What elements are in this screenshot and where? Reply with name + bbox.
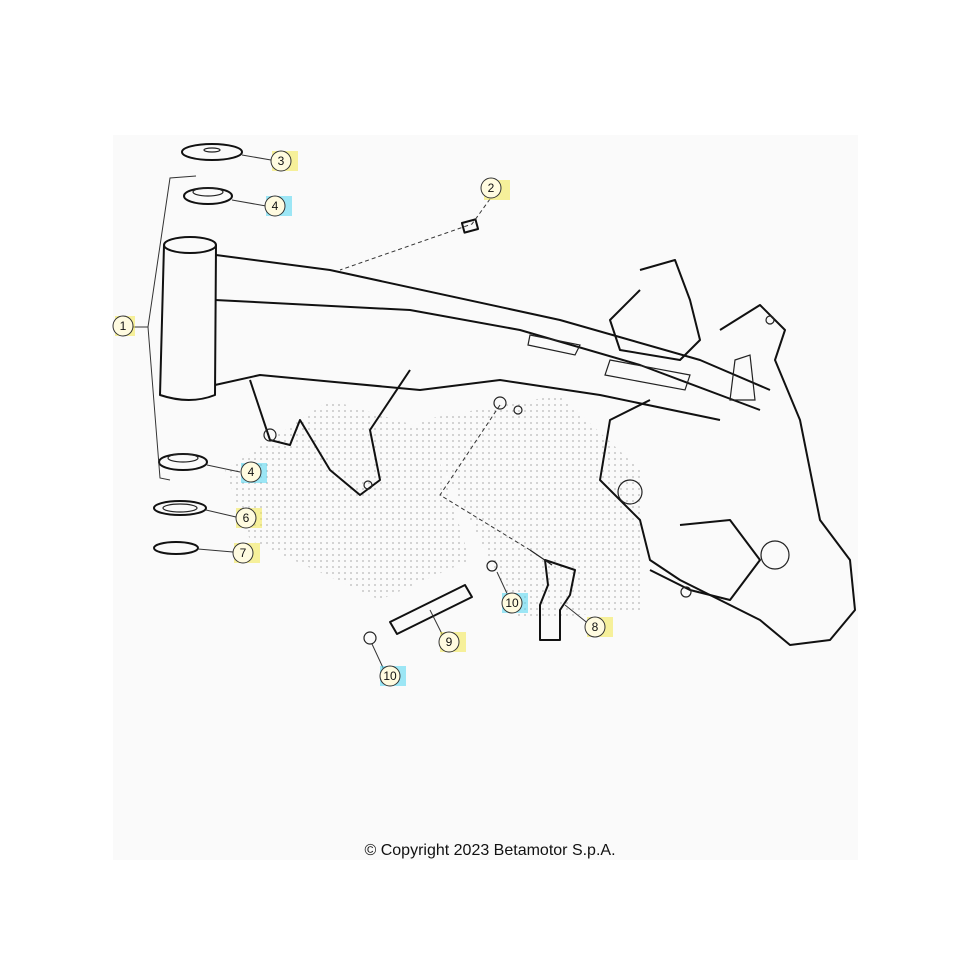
callout-2: 2	[480, 177, 510, 200]
seal-part-6	[153, 500, 207, 516]
callout-4-lower: 4	[240, 461, 267, 483]
callout-9: 9	[438, 631, 466, 653]
clamp-part-10-lower	[363, 631, 377, 645]
copyright-text: © Copyright 2023 Betamotor S.p.A.	[364, 842, 616, 859]
top-washer-part-3	[181, 143, 243, 161]
callout-label-3: 3	[278, 154, 285, 168]
callout-label-7: 7	[240, 546, 247, 560]
callout-label-9: 9	[446, 635, 453, 649]
callout-4-upper: 4	[264, 195, 292, 217]
callout-7: 7	[232, 542, 260, 564]
motorcycle-frame	[159, 236, 856, 646]
callout-label-10-lower: 10	[383, 669, 397, 683]
sensor-part-8	[529, 549, 576, 641]
callout-label-6: 6	[243, 511, 250, 525]
callout-6: 6	[235, 507, 262, 529]
callout-label-2: 2	[488, 181, 495, 195]
callout-3: 3	[270, 150, 298, 172]
callout-label-8: 8	[592, 620, 599, 634]
callout-10-upper: 10	[501, 592, 528, 614]
watermark-logo	[225, 395, 640, 620]
callout-8: 8	[584, 616, 613, 638]
callout-label-10-upper: 10	[505, 596, 519, 610]
callout-label-1: 1	[120, 319, 127, 333]
pin-part-9	[389, 584, 473, 635]
clamp-part-10-upper	[486, 560, 498, 572]
callout-label-4-upper: 4	[272, 199, 279, 213]
callout-label-4-lower: 4	[248, 465, 255, 479]
callout-1: 1	[112, 315, 135, 337]
callout-10-lower: 10	[379, 665, 406, 687]
o-ring-part-7	[153, 541, 199, 555]
upper-bearing-part-4	[183, 187, 233, 205]
clip-part-2	[460, 218, 480, 234]
